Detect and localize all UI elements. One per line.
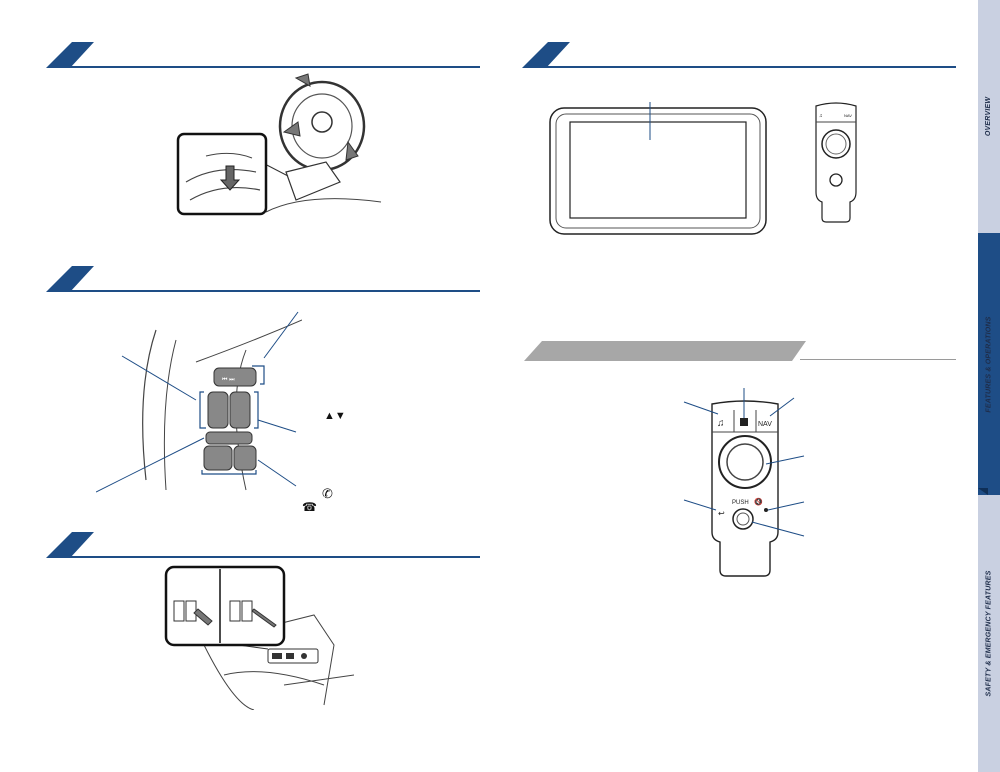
voice-button	[229, 391, 251, 429]
callout-volume	[751, 521, 805, 537]
volume-button	[207, 391, 229, 429]
callout-phone	[257, 459, 297, 487]
banner-bar	[524, 341, 806, 361]
lever-detail-box	[176, 132, 268, 216]
section-header-steering-controls	[46, 266, 480, 292]
sidebar-nav: OVERVIEW FEATURES & OPERATIONS SAFETY & …	[978, 0, 1000, 772]
push-label: PUSH	[732, 500, 749, 506]
home-button-dot	[764, 508, 768, 512]
center-display-illustration	[549, 102, 767, 235]
section-tab	[522, 42, 570, 68]
callout-mode	[96, 437, 205, 493]
volume-knob-small	[829, 173, 843, 187]
banner-rule	[800, 359, 956, 360]
usb-aux-illustration	[164, 565, 354, 710]
callout-nav	[769, 397, 795, 417]
commander-switch-illustration: ♫ NAV PUSH 🔇 ↩	[683, 388, 805, 577]
section-header-usb-aux	[46, 532, 480, 558]
music-button-label: ♫	[717, 418, 725, 429]
section-rule	[70, 556, 480, 558]
sidebar-tab-overview[interactable]: OVERVIEW	[978, 0, 1000, 233]
sidebar-tab-label: SAFETY & EMERGENCY FEATURES	[985, 570, 993, 697]
section-header-tilt-telescopic	[46, 42, 480, 68]
sidebar-tab-label: FEATURES & OPERATIONS	[985, 315, 993, 413]
tilt-arrow-right	[345, 140, 359, 161]
commander-small-illustration: ♫ NAV	[815, 102, 857, 223]
callout-seek	[263, 311, 299, 359]
tilt-arrow-left	[282, 121, 301, 137]
volume-knob	[732, 508, 754, 530]
steering-tilt-illustration	[176, 73, 382, 216]
sidebar-tab-features-operations[interactable]: FEATURES & OPERATIONS	[978, 233, 1000, 495]
aux-plug	[251, 608, 277, 628]
svg-text:NAV: NAV	[844, 113, 852, 118]
svg-text:♫: ♫	[819, 113, 823, 119]
sidebar-tab-safety-emergency[interactable]: SAFETY & EMERGENCY FEATURES	[978, 495, 1000, 772]
callout-knob	[765, 455, 805, 465]
section-tab	[46, 532, 94, 558]
section-tab	[46, 42, 94, 68]
end-call-button	[233, 445, 257, 471]
tilt-arrow-top	[294, 73, 311, 87]
svg-text:⏮ ⏭: ⏮ ⏭	[222, 377, 235, 383]
callout-music	[683, 401, 719, 415]
sidebar-tab-label: OVERVIEW	[985, 96, 993, 137]
section-rule	[70, 66, 480, 68]
usb-port	[173, 600, 185, 622]
display-screen	[569, 121, 747, 219]
port-detail-box	[164, 565, 286, 647]
aux-port	[229, 600, 241, 622]
back-button-icon: ↩	[718, 509, 725, 518]
seek-buttons	[213, 367, 257, 387]
callout-voice	[257, 419, 297, 433]
nav-button-label: NAV	[758, 421, 772, 428]
section-header-display	[522, 42, 956, 68]
favorites-button-icon	[740, 418, 748, 426]
mode-button	[205, 431, 253, 445]
steering-column	[285, 161, 341, 201]
sidebar-tab-notch	[978, 488, 988, 495]
section-rule	[546, 66, 956, 68]
phone-call-icon: ✆	[322, 486, 333, 501]
callout-home	[767, 501, 805, 511]
lever-arrow-down	[219, 165, 241, 191]
section-banner-commander	[524, 341, 956, 361]
steering-hub	[311, 111, 333, 133]
phone-hangup-icon: ☎	[302, 500, 317, 514]
arrows-symbol: ▲▼	[324, 410, 346, 422]
steering-switches-illustration: ⏮ ⏭	[96, 311, 302, 493]
callout-volume	[121, 355, 197, 401]
section-rule	[70, 290, 480, 292]
section-tab	[46, 266, 94, 292]
steering-wheel-inner	[291, 93, 353, 159]
svg-text:🔇: 🔇	[754, 497, 763, 506]
usb-plug	[193, 608, 213, 626]
callout-back	[683, 499, 717, 511]
call-button	[203, 445, 233, 471]
